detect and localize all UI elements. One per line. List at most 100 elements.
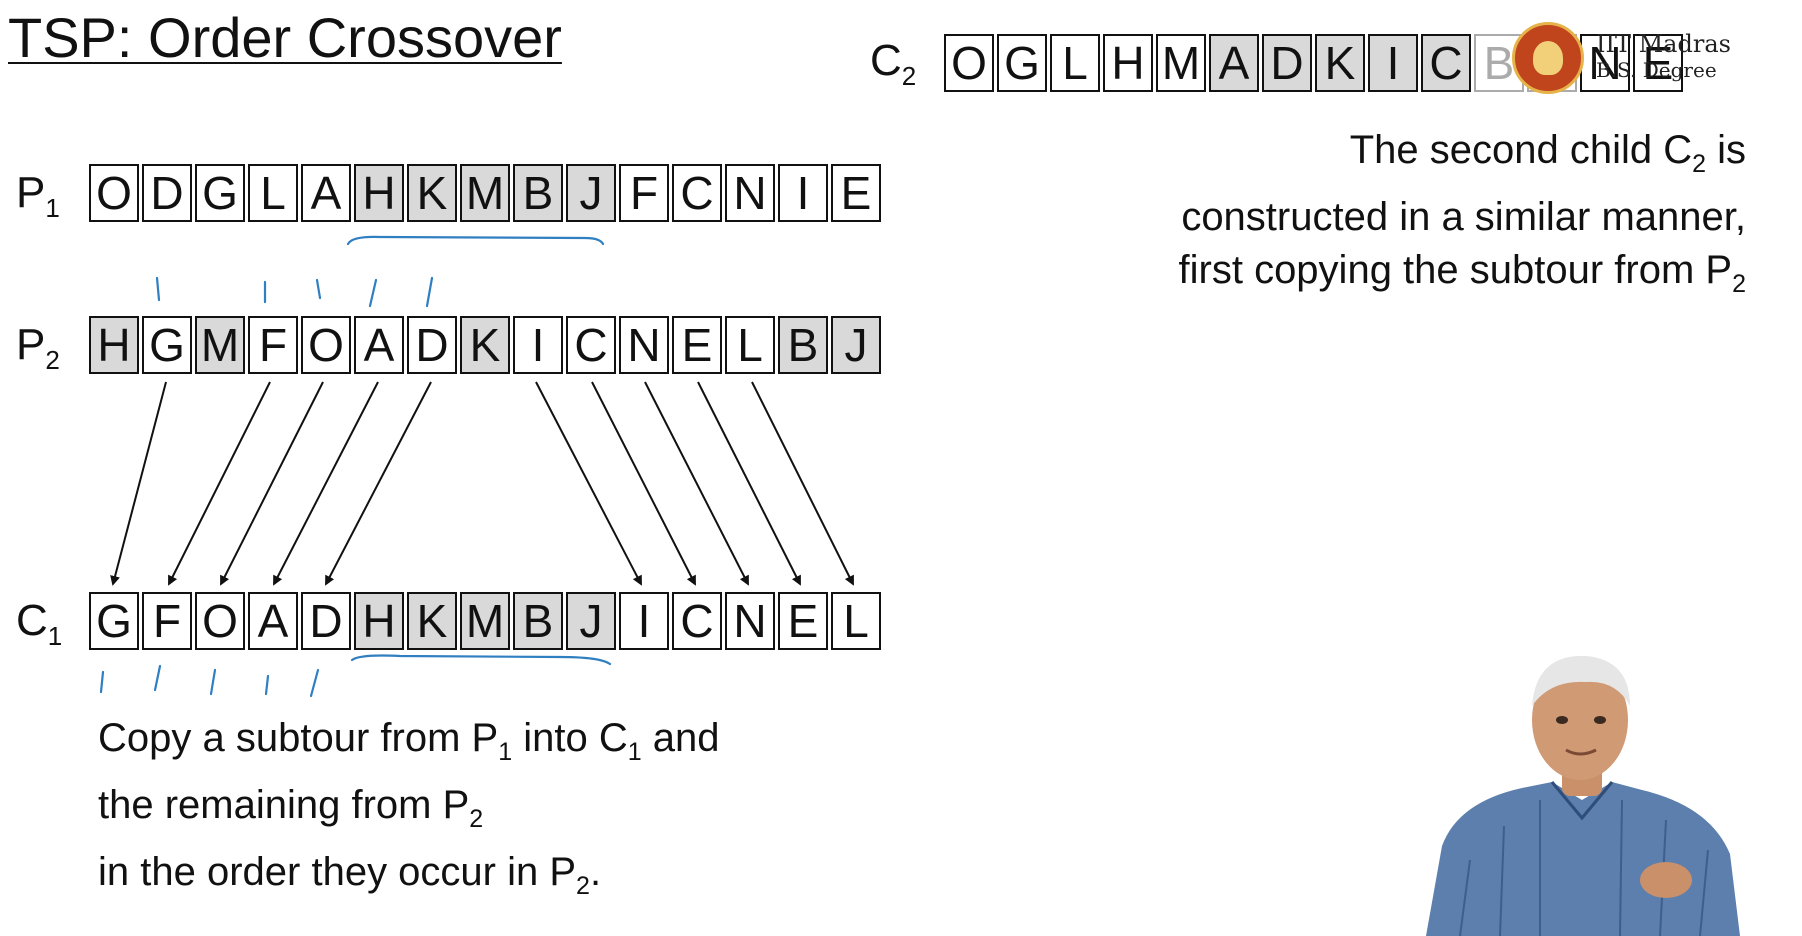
p1-cell-c: C	[672, 164, 722, 222]
p2-cell-i: I	[513, 316, 563, 374]
slide-title: TSP: Order Crossover	[8, 6, 562, 69]
text-segment: The second child C	[1349, 128, 1693, 172]
p2-cell-e: E	[672, 316, 722, 374]
subscript: 2	[576, 872, 590, 900]
p2-cell-g: G	[142, 316, 192, 374]
p1-cell-h: H	[354, 164, 404, 222]
p1-cell-d: D	[142, 164, 192, 222]
c1-cell-g: G	[89, 592, 139, 650]
presenter-hair	[1532, 655, 1630, 706]
c1-cell-b: B	[513, 592, 563, 650]
p2-cell-l: L	[725, 316, 775, 374]
c1-tick-5	[309, 668, 320, 698]
presenter-hand	[1640, 862, 1692, 898]
p2-tick-1	[155, 276, 161, 302]
c1-cell-f: F	[142, 592, 192, 650]
c1-label-letter: C	[16, 596, 48, 645]
arrow-a	[273, 381, 379, 586]
p2-tick-4	[368, 278, 378, 308]
text-segment: and	[641, 716, 720, 760]
c1-cell-e: E	[778, 592, 828, 650]
p1-cell-b: B	[513, 164, 563, 222]
p1-cell-n: N	[725, 164, 775, 222]
arrow-c	[591, 381, 696, 586]
text-segment: in the order they occur in P	[98, 850, 577, 894]
explanation-right-line3: first copying the subtour from P2	[1179, 244, 1746, 311]
c1-tick-1	[99, 670, 105, 694]
text-segment: is	[1706, 128, 1746, 172]
c2-cell-o: O	[944, 34, 994, 92]
arrow-e	[697, 381, 801, 586]
p2-cell-c: C	[566, 316, 616, 374]
c2-label-letter: C	[870, 36, 902, 85]
c1-cell-l: L	[831, 592, 881, 650]
p2-cell-a: A	[354, 316, 404, 374]
c1-cell-a: A	[248, 592, 298, 650]
p1-label: P1	[16, 168, 60, 233]
p2-cell-f: F	[248, 316, 298, 374]
p1-cell-o: O	[89, 164, 139, 222]
c2-cell-e: E	[1633, 34, 1683, 92]
explanation-left-line3: in the order they occur in P2.	[98, 846, 719, 913]
c2-cell-n: N	[1580, 34, 1630, 92]
p1-cell-m: M	[460, 164, 510, 222]
subscript: 2	[1692, 150, 1706, 178]
c1-tick-2	[153, 664, 162, 692]
p1-cell-a: A	[301, 164, 351, 222]
p1-subtour-brace	[346, 235, 605, 246]
c2-label-sub: 2	[901, 61, 917, 91]
p2-cell-b: B	[778, 316, 828, 374]
p1-cell-j: J	[566, 164, 616, 222]
subscript: 1	[627, 738, 642, 766]
p2-label-sub: 2	[45, 345, 60, 375]
explanation-left-line2: the remaining from P2	[98, 779, 719, 846]
c1-cell-j: J	[566, 592, 616, 650]
p2-tick-3	[315, 278, 322, 300]
logo-line1: IIT Madras	[1596, 30, 1731, 58]
c1-subtour-underline	[350, 654, 612, 666]
presenter-video-inset	[1390, 650, 1802, 936]
subscript: 1	[498, 738, 513, 766]
arrow-n	[644, 381, 749, 586]
p2-cell-h: H	[89, 316, 139, 374]
c1-cell-n: N	[725, 592, 775, 650]
c2-cell-c: C	[1421, 34, 1471, 92]
explanation-left: Copy a subtour from P1 into C1 and the r…	[98, 712, 719, 913]
c1-cell-i: I	[619, 592, 669, 650]
logo-line2: B.S. Degree	[1596, 58, 1717, 82]
c1-label-sub: 1	[47, 621, 63, 651]
p1-cell-k: K	[407, 164, 457, 222]
c2-row: OGLHMADKICBFNE	[944, 34, 1686, 92]
c2-cell-d: D	[1262, 34, 1312, 92]
c1-label: C1	[16, 596, 62, 661]
p2-cell-d: D	[407, 316, 457, 374]
iit-madras-logo: IIT Madras B.S. Degree	[1512, 20, 1732, 100]
text-segment: Copy a subtour from P	[98, 716, 499, 760]
explanation-left-line1: Copy a subtour from P1 into C1 and	[98, 712, 719, 779]
p1-cell-e: E	[831, 164, 881, 222]
p2-tick-5	[425, 276, 434, 308]
p2-label-letter: P	[16, 320, 46, 369]
arrow-o	[220, 381, 324, 586]
text-segment: first copying the subtour from P	[1178, 248, 1733, 292]
c1-tick-3	[209, 668, 217, 696]
c2-cell-g: G	[997, 34, 1047, 92]
c2-cell-i: I	[1368, 34, 1418, 92]
arrow-f	[168, 381, 271, 586]
p1-cell-f: F	[619, 164, 669, 222]
c1-cell-k: K	[407, 592, 457, 650]
text-segment: the remaining from P	[98, 783, 470, 827]
text-segment: into C	[512, 716, 628, 760]
arrow-g	[110, 381, 167, 586]
c2-cell-l: L	[1050, 34, 1100, 92]
subscript: 2	[469, 805, 484, 833]
c1-cell-d: D	[301, 592, 351, 650]
p2-cell-k: K	[460, 316, 510, 374]
subscript: 2	[1732, 270, 1746, 298]
p2-cell-j: J	[831, 316, 881, 374]
c1-cell-o: O	[195, 592, 245, 650]
p1-label-letter: P	[16, 168, 46, 217]
